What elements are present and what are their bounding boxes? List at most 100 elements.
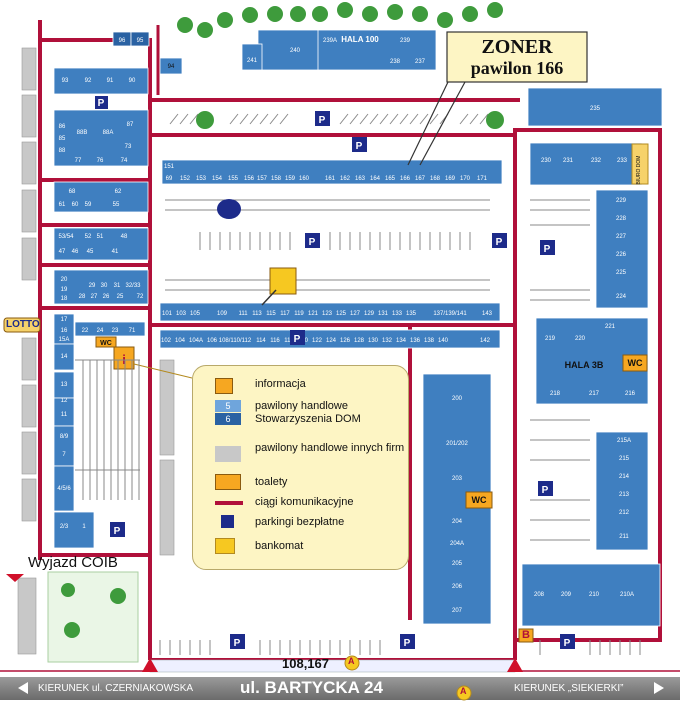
svg-text:132: 132	[382, 338, 393, 344]
svg-text:16: 16	[61, 328, 68, 334]
svg-text:45: 45	[87, 249, 94, 255]
svg-text:18: 18	[61, 296, 68, 302]
street-name: ul. BARTYCKA 24	[240, 678, 383, 697]
svg-text:48: 48	[121, 234, 128, 240]
svg-text:238: 238	[390, 59, 401, 65]
corridor-swatch	[215, 501, 243, 505]
wyjazd-label: Wyjazd COIB	[28, 554, 118, 571]
address-num: 108,167	[282, 656, 329, 671]
arrow-left-icon	[18, 682, 28, 694]
svg-text:163: 163	[355, 176, 366, 182]
svg-text:162: 162	[340, 176, 351, 182]
legend-atm: bankomat	[255, 540, 304, 552]
svg-text:122: 122	[312, 338, 323, 344]
hala-3b: HALA 3B	[565, 360, 604, 370]
svg-text:94: 94	[168, 64, 175, 70]
svg-text:104: 104	[175, 338, 186, 344]
svg-text:200: 200	[452, 396, 463, 402]
svg-text:P: P	[98, 98, 105, 109]
callout-line2: pawilon 166	[470, 58, 564, 78]
svg-text:20: 20	[61, 277, 68, 283]
svg-text:14: 14	[61, 354, 68, 360]
svg-text:8/9: 8/9	[60, 434, 69, 440]
svg-text:235: 235	[590, 106, 601, 112]
cafe-icon	[269, 267, 297, 295]
sample-5: 5	[215, 400, 241, 412]
svg-text:60: 60	[72, 202, 79, 208]
svg-text:91: 91	[107, 78, 114, 84]
svg-text:233: 233	[617, 158, 628, 164]
svg-text:29: 29	[89, 283, 96, 289]
legend-dom: pawilony handlowe Stowarzyszenia DOM	[255, 400, 361, 425]
a-marker-2: A	[460, 686, 467, 696]
svg-text:208: 208	[534, 592, 545, 598]
svg-text:88A: 88A	[103, 130, 114, 136]
svg-text:WC: WC	[628, 358, 643, 368]
svg-text:212: 212	[619, 510, 630, 516]
svg-text:46: 46	[72, 249, 79, 255]
svg-text:17: 17	[61, 317, 68, 323]
atm-legend-icon	[215, 538, 235, 554]
svg-text:228: 228	[616, 216, 627, 222]
svg-text:71: 71	[129, 328, 136, 334]
svg-text:24: 24	[97, 328, 104, 334]
svg-text:116: 116	[270, 338, 280, 344]
svg-text:WC: WC	[100, 340, 112, 347]
svg-text:85: 85	[59, 136, 66, 142]
svg-text:170: 170	[460, 176, 471, 182]
svg-text:168: 168	[430, 176, 441, 182]
svg-text:158: 158	[271, 176, 282, 182]
svg-text:225: 225	[616, 270, 627, 276]
svg-text:227: 227	[616, 234, 627, 240]
svg-text:211: 211	[619, 534, 629, 540]
legend-wc: toalety	[255, 476, 288, 488]
svg-text:92: 92	[85, 78, 92, 84]
svg-text:P: P	[114, 526, 121, 537]
svg-text:169: 169	[445, 176, 456, 182]
svg-text:106: 106	[207, 338, 218, 344]
svg-text:28: 28	[79, 294, 86, 300]
svg-text:123: 123	[322, 311, 333, 317]
svg-text:136: 136	[410, 338, 421, 344]
svg-text:218: 218	[550, 391, 561, 397]
svg-text:119: 119	[294, 311, 304, 317]
svg-text:153: 153	[196, 176, 207, 182]
svg-text:61: 61	[59, 202, 66, 208]
corridor-side	[155, 25, 520, 102]
svg-text:59: 59	[85, 202, 92, 208]
svg-text:P: P	[319, 115, 326, 126]
svg-text:76: 76	[97, 158, 104, 164]
svg-text:30: 30	[101, 283, 108, 289]
svg-text:74: 74	[121, 158, 128, 164]
svg-text:53/54: 53/54	[58, 234, 74, 240]
svg-text:19: 19	[61, 287, 68, 293]
svg-text:113: 113	[252, 311, 262, 317]
svg-text:154: 154	[212, 176, 223, 182]
svg-text:220: 220	[575, 336, 586, 342]
svg-text:88B: 88B	[77, 130, 88, 136]
svg-text:213: 213	[619, 492, 630, 498]
svg-text:25: 25	[117, 294, 124, 300]
svg-text:P: P	[309, 237, 316, 248]
svg-text:155: 155	[228, 176, 239, 182]
svg-text:7: 7	[62, 452, 66, 458]
svg-text:13: 13	[61, 382, 68, 388]
svg-text:166: 166	[400, 176, 411, 182]
svg-text:47: 47	[59, 249, 66, 255]
svg-text:11: 11	[61, 412, 68, 418]
svg-text:161: 161	[325, 176, 336, 182]
svg-text:138: 138	[424, 338, 435, 344]
svg-text:51: 51	[97, 234, 104, 240]
svg-text:128: 128	[354, 338, 365, 344]
svg-text:62: 62	[115, 189, 122, 195]
svg-text:217: 217	[589, 391, 600, 397]
triangles	[6, 574, 523, 672]
lotto-sign	[3, 317, 41, 333]
svg-text:239: 239	[400, 38, 411, 44]
svg-text:152: 152	[180, 176, 191, 182]
biuro-dom	[631, 143, 649, 185]
svg-text:215A: 215A	[617, 438, 631, 444]
svg-text:P: P	[234, 638, 241, 649]
